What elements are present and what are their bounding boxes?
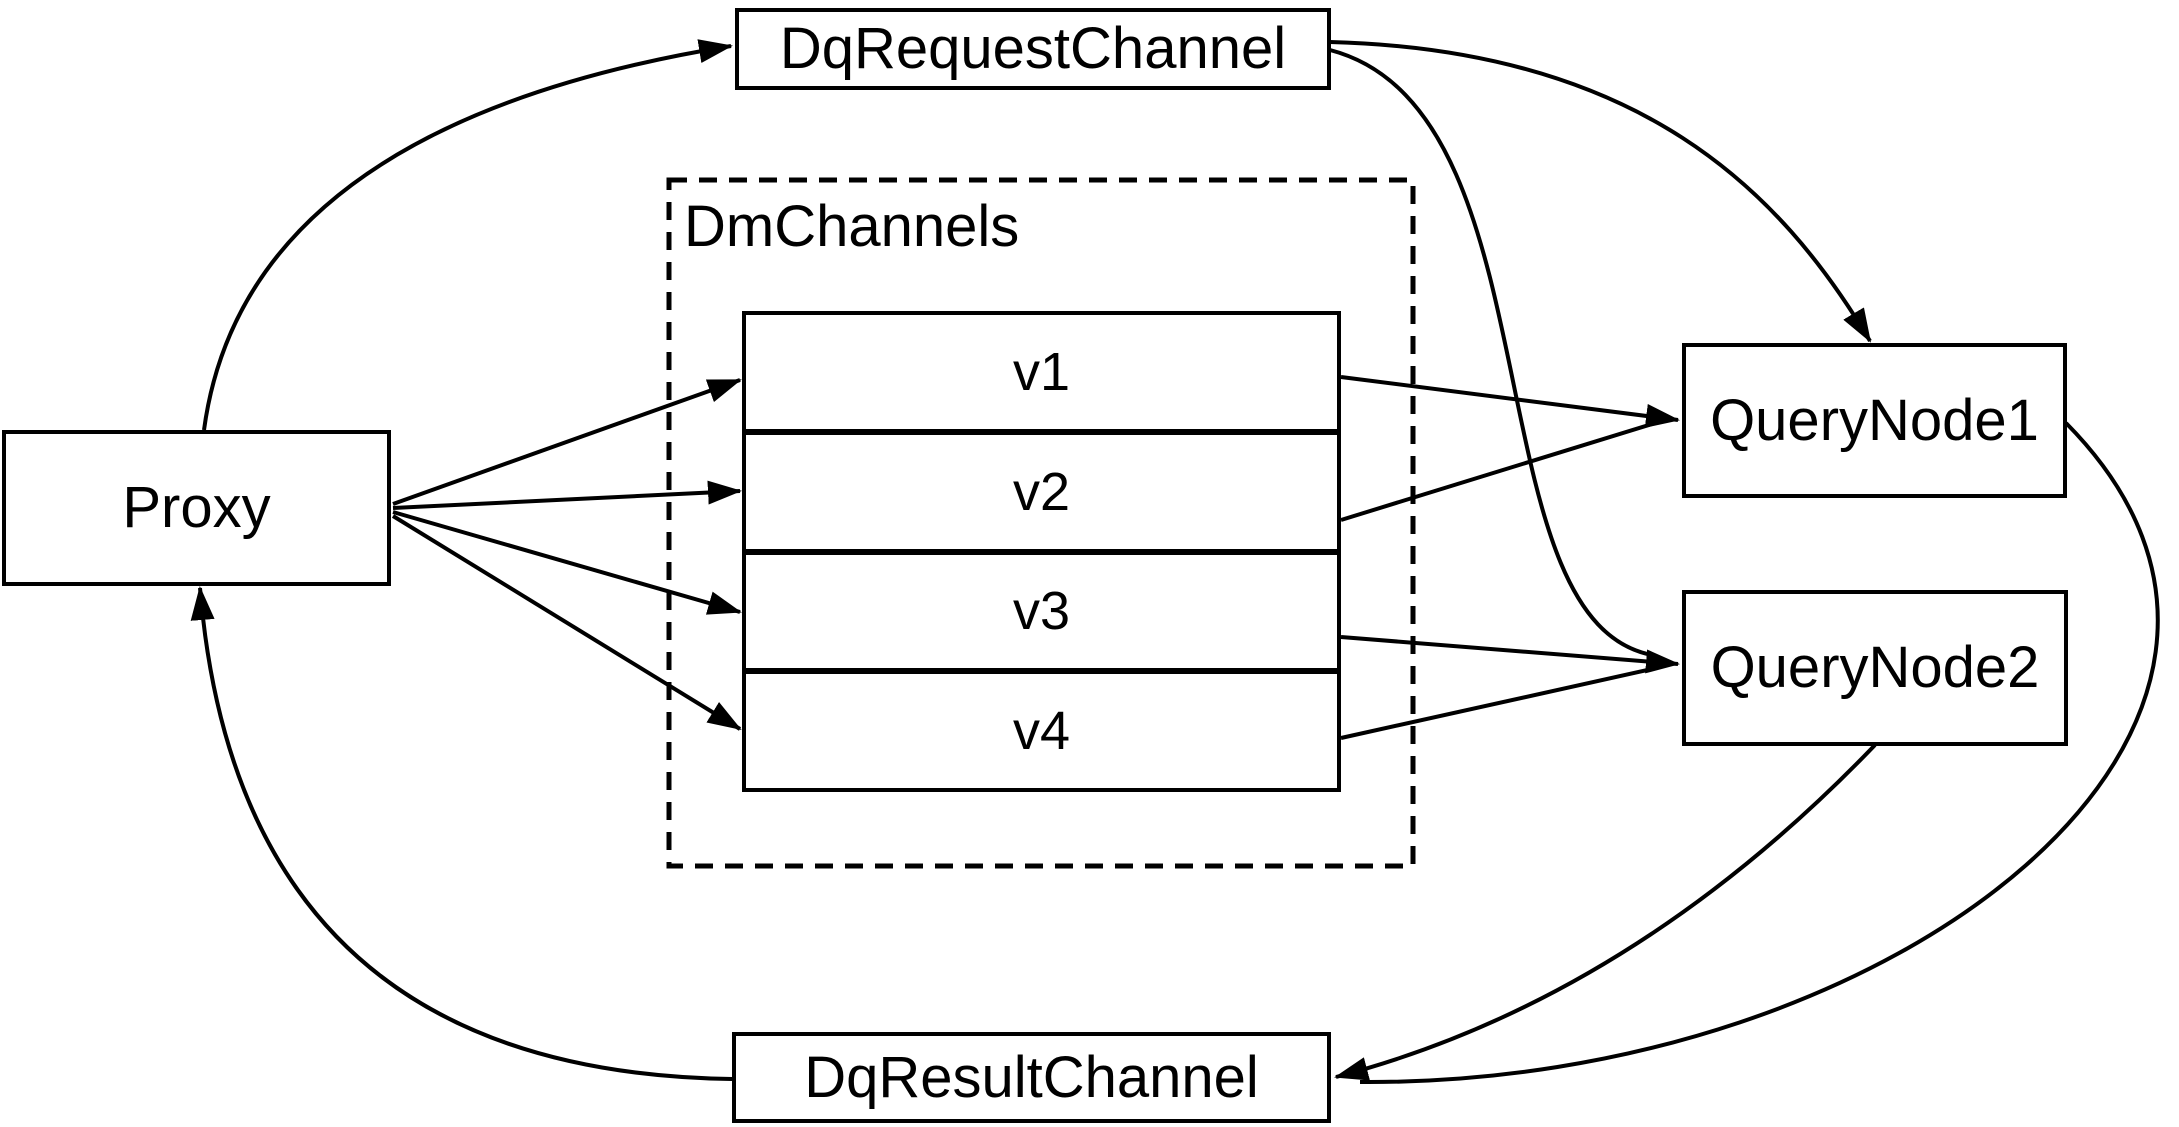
dm-channels-stack: v1 v2 v3 v4 <box>742 311 1341 792</box>
proxy-node: Proxy <box>2 430 391 586</box>
edge-proxy-to-v2 <box>392 480 742 510</box>
dq-request-channel-label: DqRequestChannel <box>779 16 1287 81</box>
edge-dqrequestchannel-to-querynode2 <box>1329 48 1653 657</box>
query-node-1: QueryNode1 <box>1682 343 2067 498</box>
edge-proxy-to-v1 <box>392 378 742 506</box>
dq-request-channel-node: DqRequestChannel <box>735 8 1331 90</box>
edge-v1-to-querynode1 <box>1340 375 1680 428</box>
dm-channels-group-label: DmChannels <box>684 194 1020 259</box>
channel-row-v2-label: v2 <box>1012 461 1071 522</box>
query-node-1-label: QueryNode1 <box>1710 387 2039 453</box>
edge-querynode2-to-dqresultchannel <box>1334 743 1877 1081</box>
edge-dqresultchannel-to-proxy <box>190 586 733 1081</box>
channel-row-v2: v2 <box>746 428 1337 549</box>
query-node-2-label: QueryNode2 <box>1710 635 2040 700</box>
channel-row-v1-label: v1 <box>1012 341 1071 402</box>
edge-v3-to-querynode2 <box>1340 635 1680 674</box>
edge-v2-to-querynode1 <box>1340 422 1653 522</box>
edge-dqrequestchannel-to-querynode1 <box>1329 40 1872 343</box>
channel-row-v3-label: v3 <box>1012 581 1071 642</box>
channel-row-v4-label: v4 <box>1012 701 1071 762</box>
dq-result-channel-label: DqResultChannel <box>804 1044 1259 1110</box>
query-node-2: QueryNode2 <box>1682 590 2068 746</box>
dq-result-channel-node: DqResultChannel <box>732 1032 1331 1123</box>
edge-v4-to-querynode2 <box>1340 667 1653 740</box>
edge-proxy-to-v3 <box>392 510 742 615</box>
edge-proxy-to-dqrequestchannel <box>202 39 733 431</box>
channel-row-v3: v3 <box>746 548 1337 669</box>
edge-querynode1-to-dqresultchannel <box>1359 421 2160 1085</box>
proxy-node-label: Proxy <box>122 475 271 540</box>
edge-proxy-to-v4 <box>391 514 742 731</box>
channel-row-v4: v4 <box>746 668 1337 788</box>
channel-row-v1: v1 <box>746 315 1337 429</box>
